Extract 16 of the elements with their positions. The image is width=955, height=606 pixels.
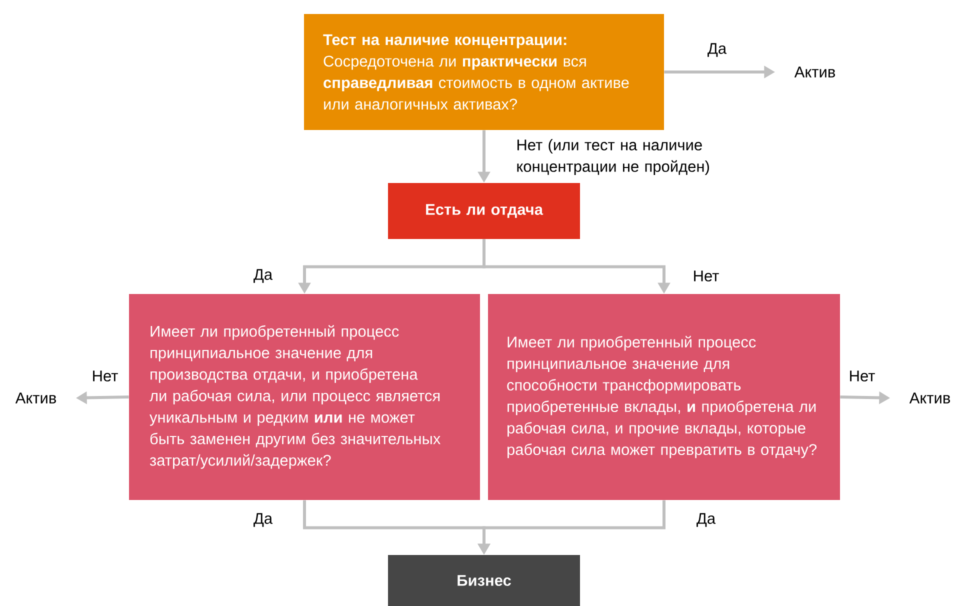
edge-label: Да	[254, 513, 273, 527]
edge-label: Нет	[850, 370, 875, 382]
edge-label: Нет (или тест на наличие концентрации не пройден)	[517, 139, 709, 175]
question-box: Имеет ли приобретенный процесс принципиальное значение для способности трансформировать приобретенные вклады, и приобретена ли рабочая сила, и прочие вклады, которые рабочая сила может превратить в отдачу?	[488, 294, 840, 500]
question-box: Имеет ли приобретенный процесс принципиальное значение для производства отдачи, и приобретена ли рабочая сила, или процесс является уникальным и редким или не может быть заменен другим без значительных затрат/усилий/задержек?	[129, 294, 480, 500]
edge-label: Да	[696, 513, 716, 527]
question-box: Тест на наличие концентрации: Сосредоточена ли практически вся справедливая стоимость в одном активе или аналогичных активах?	[304, 14, 664, 130]
edge-label: Нет	[694, 270, 719, 282]
result-box: Бизнес	[388, 555, 580, 606]
edge-label: Да	[254, 269, 273, 283]
outcome-label: Актив	[15, 392, 56, 404]
edge-label: Да	[708, 43, 727, 57]
outcome-label: Актив	[909, 392, 950, 404]
outcome-label: Актив	[794, 66, 835, 78]
edge-label: Нет	[93, 370, 118, 382]
process-box: Есть ли отдача	[388, 183, 580, 239]
